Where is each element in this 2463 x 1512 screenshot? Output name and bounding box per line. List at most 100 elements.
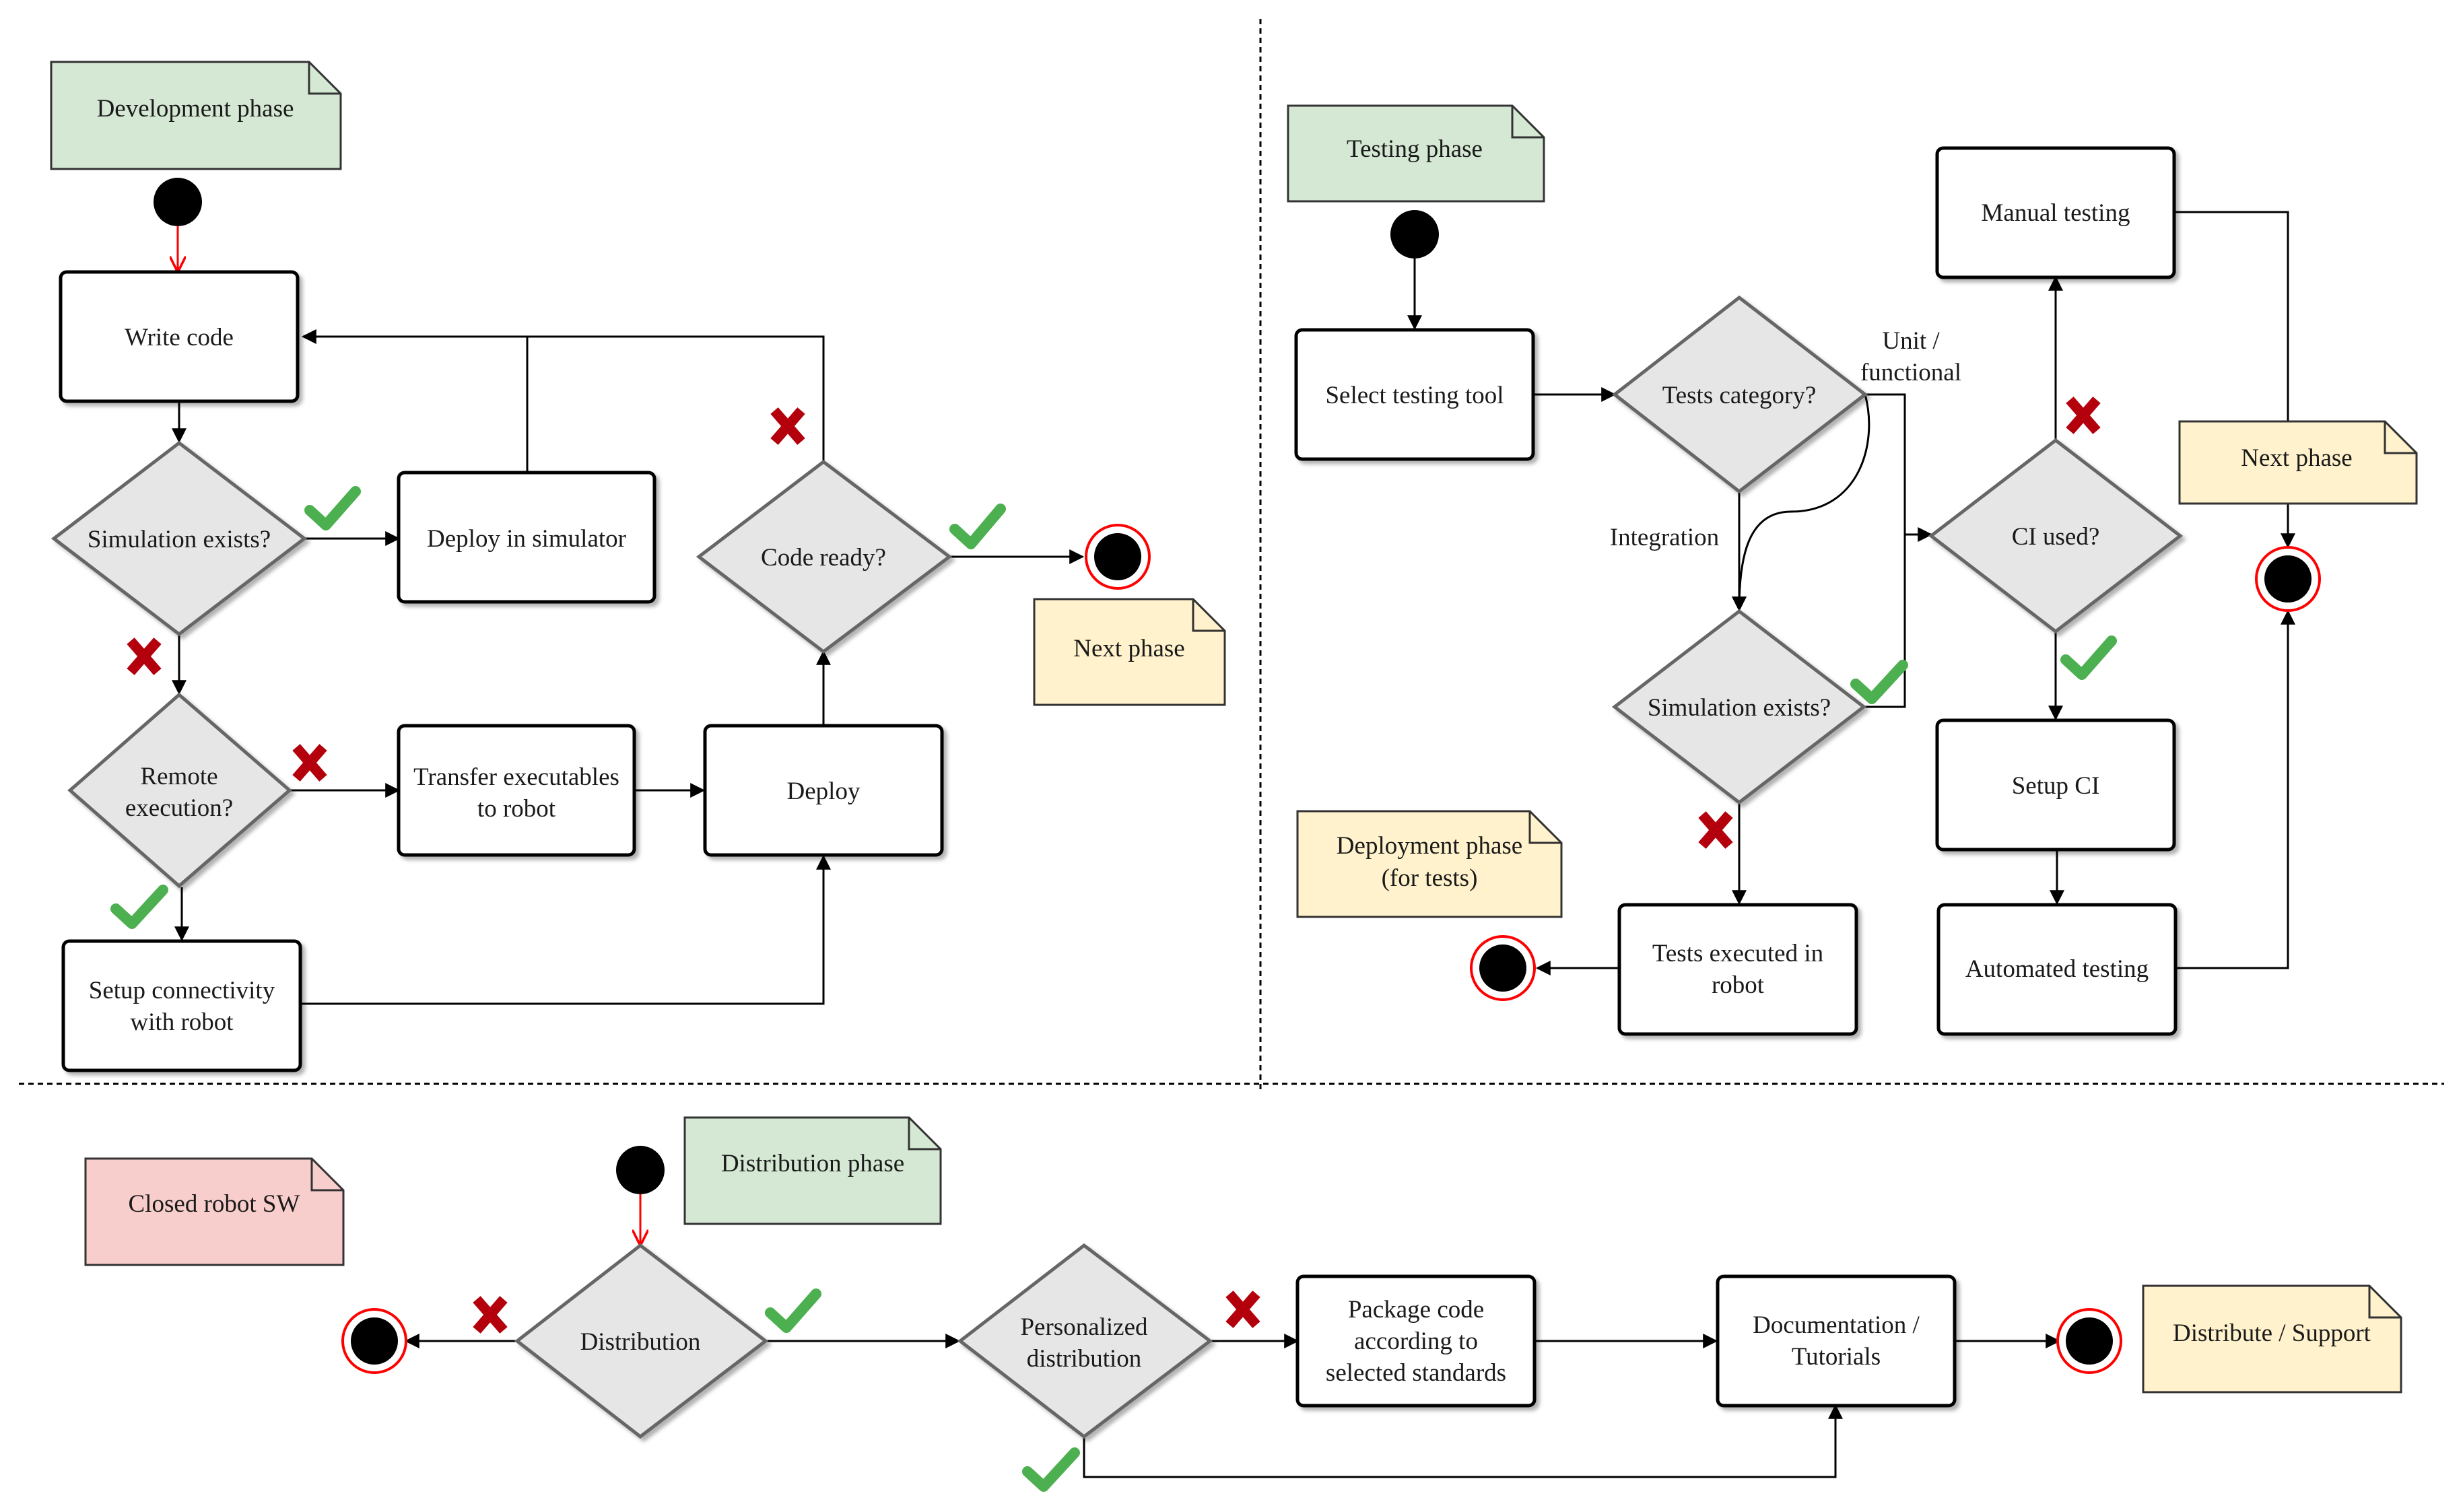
deploy-label: Deploy [787,778,861,805]
testing-phase-section: Testing phase Select testing tool Tests … [1287,104,2418,1036]
dev-end-node [1085,524,1151,590]
documentation-box[interactable]: Documentation / Tutorials [1716,1274,1957,1408]
dist-end-node [2056,1308,2122,1374]
deployment-phase-note: Deployment phase (for tests) [1296,810,1563,918]
distribution-phase-section: Closed robot SW Distribution phase Distr… [84,1116,2402,1492]
integration-label: Integration [1610,524,1719,551]
deployment-phase-label-2: (for tests) [1382,864,1478,892]
write-code-box[interactable]: Write code [59,270,300,403]
distribution-label: Distribution [580,1328,701,1356]
unit-functional-label-2: functional [1860,359,1961,386]
test-next-phase-label: Next phase [2241,444,2352,472]
testing-phase-label: Testing phase [1347,135,1483,163]
check-icon [949,504,1006,549]
package-code-label-2: according to [1354,1328,1478,1355]
distribution-phase-note: Distribution phase [683,1116,942,1225]
test-simulation-exists-label: Simulation exists? [1648,694,1831,722]
cross-icon [1698,811,1733,849]
dist-closed-end-node [341,1308,407,1374]
development-phase-section: Development phase Write code Simulation … [50,61,1226,1072]
edge-simulator-to-write [301,329,529,473]
tests-executed-box[interactable]: Tests executed in robot [1617,903,1858,1036]
dev-start-node [154,178,202,226]
personalized-distribution-label-1: Personalized [1020,1313,1148,1341]
transfer-executables-box[interactable]: Transfer executables to robot [397,724,636,857]
setup-connectivity-label-2: with robot [130,1008,234,1036]
package-code-box[interactable]: Package code according to selected stand… [1295,1274,1537,1408]
automated-testing-box[interactable]: Automated testing [1936,903,2178,1036]
cross-icon [1225,1291,1260,1328]
deploy-in-simulator-box[interactable]: Deploy in simulator [397,471,656,604]
manual-testing-label: Manual testing [1982,199,2130,227]
select-testing-tool-box[interactable]: Select testing tool [1294,328,1535,461]
tests-executed-label-1: Tests executed in [1652,940,1823,967]
remote-execution-decision[interactable]: Remote execution? [67,692,292,889]
ci-used-label: CI used? [2012,523,2100,551]
check-icon [765,1288,821,1333]
package-code-label-1: Package code [1348,1296,1484,1324]
unit-functional-label-1: Unit / [1882,327,1940,355]
edge-personalized-yes [1083,1404,1843,1478]
deploy-in-simulator-label: Deploy in simulator [427,525,626,553]
ci-used-decision[interactable]: CI used? [1928,438,2184,634]
documentation-label-1: Documentation / [1753,1311,1920,1339]
tests-category-label: Tests category? [1662,382,1817,409]
test-start-node [1390,210,1439,259]
closed-robot-sw-label: Closed robot SW [129,1190,300,1218]
dev-next-phase-note: Next phase [1033,598,1226,706]
personalized-distribution-decision[interactable]: Personalized distribution [957,1243,1213,1439]
select-testing-tool-label: Select testing tool [1325,382,1504,409]
setup-ci-box[interactable]: Setup CI [1935,718,2176,852]
setup-connectivity-box[interactable]: Setup connectivity with robot [61,939,302,1072]
check-icon [304,486,361,530]
simulation-exists-decision[interactable]: Simulation exists? [50,440,308,637]
cross-icon [473,1296,508,1334]
remote-execution-label-1: Remote [140,763,217,790]
edge-codeready-no [527,335,825,463]
tests-category-decision[interactable]: Tests category? [1611,295,1868,494]
setup-ci-label: Setup CI [2012,772,2100,800]
cross-icon [127,638,162,675]
edge-category-unit [1865,393,1933,542]
deploy-box[interactable]: Deploy [703,724,944,857]
code-ready-label: Code ready? [761,544,886,572]
test-robot-end-node [1470,935,1536,1001]
development-phase-note: Development phase [50,61,342,170]
personalized-distribution-label-2: distribution [1027,1345,1142,1373]
write-code-label: Write code [125,324,234,351]
distribution-decision[interactable]: Distribution [514,1243,769,1439]
tests-executed-label-2: robot [1712,971,1765,999]
cross-icon [770,407,805,445]
check-icon [2060,635,2117,680]
distribute-support-label: Distribute / Support [2173,1319,2371,1347]
setup-connectivity-label-1: Setup connectivity [89,977,275,1004]
cross-icon [2066,397,2101,434]
distribute-support-note: Distribute / Support [2142,1284,2402,1394]
dev-next-phase-label: Next phase [1073,635,1184,662]
package-code-label-3: selected standards [1326,1359,1506,1387]
manual-testing-box[interactable]: Manual testing [1935,146,2176,279]
edge-category-curve [1732,394,1870,612]
remote-execution-label-2: execution? [125,794,233,822]
test-simulation-exists-decision[interactable]: Simulation exists? [1611,609,1867,805]
test-end-node [2255,546,2321,612]
distribution-phase-label: Distribution phase [721,1150,904,1177]
documentation-label-2: Tutorials [1792,1343,1881,1371]
check-icon [110,885,168,929]
edge-connectivity-to-deploy [300,854,831,1005]
simulation-exists-label: Simulation exists? [88,526,271,553]
deployment-phase-label-1: Deployment phase [1337,832,1522,860]
code-ready-decision[interactable]: Code ready? [696,459,953,654]
automated-testing-label: Automated testing [1965,955,2149,983]
closed-robot-sw-note: Closed robot SW [84,1157,345,1266]
edge-sim-yes-to-ci [1864,535,1906,708]
development-phase-label: Development phase [97,95,294,123]
check-icon [1850,660,1908,704]
cross-icon [292,744,327,782]
transfer-executables-label-2: to robot [477,795,556,823]
transfer-executables-label-1: Transfer executables [413,763,619,791]
edge-automated-to-end [2175,609,2295,969]
test-next-phase-note: Next phase [2178,420,2418,505]
check-icon [1022,1447,1080,1492]
